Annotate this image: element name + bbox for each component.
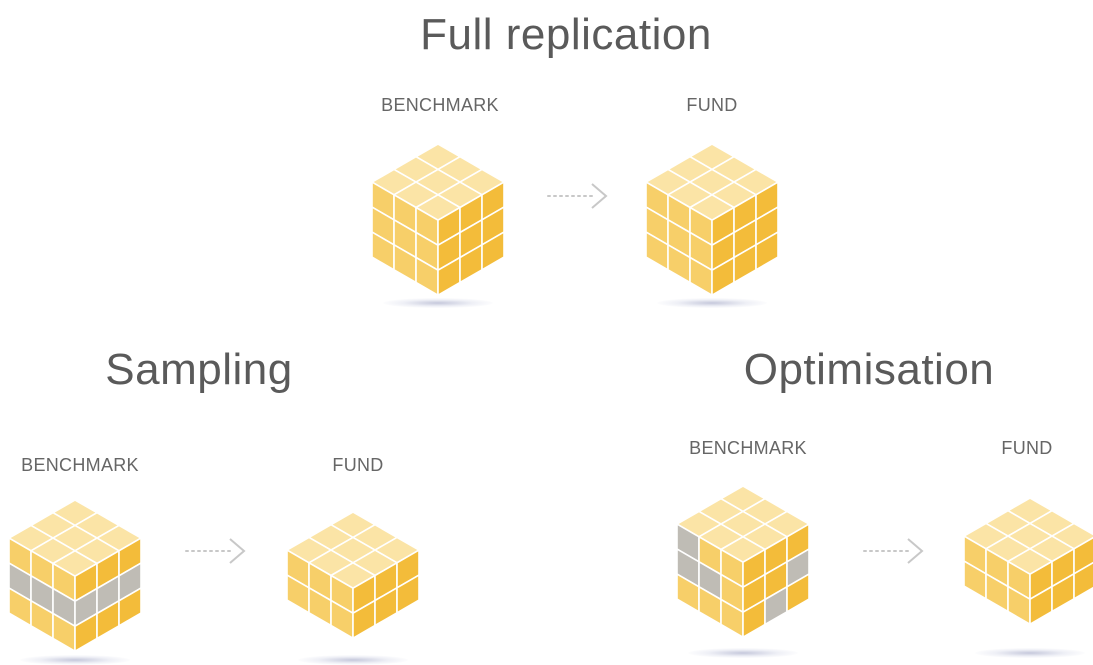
cube-cell: [118, 587, 142, 627]
sampling-benchmark-label: BENCHMARK: [21, 455, 139, 475]
cube-shadow: [975, 648, 1085, 658]
cube-shadow: [20, 655, 130, 665]
sampling-title: Sampling: [105, 345, 293, 394]
sampling-fund-label: FUND: [332, 455, 384, 475]
cube-shadow: [688, 648, 798, 658]
optimisation-benchmark-cube-icon: [676, 485, 810, 638]
cube-cell: [1073, 561, 1093, 600]
optimisation-fund-cube-icon: [963, 497, 1093, 625]
cube-shadow: [383, 298, 493, 308]
cube-cell: [481, 231, 505, 271]
full-replication-fund-label: FUND: [686, 95, 738, 115]
optimisation-fund-label: FUND: [1001, 438, 1053, 458]
full-replication-dotted-arrow-icon: [547, 183, 608, 209]
full-replication-benchmark-cube-icon: [371, 143, 505, 296]
cube-cell: [786, 573, 810, 613]
cube-shadow: [298, 655, 408, 665]
full-replication-benchmark-label: BENCHMARK: [381, 95, 499, 115]
sampling-fund-cube-icon: [286, 511, 420, 639]
optimisation-benchmark-label: BENCHMARK: [689, 438, 807, 458]
sampling-benchmark-cube-icon: [8, 499, 142, 652]
optimisation-dotted-arrow-icon: [863, 538, 924, 564]
cube-shadow: [657, 298, 767, 308]
full-replication-fund-cube-icon: [645, 143, 779, 296]
full-replication-title: Full replication: [420, 10, 712, 59]
optimisation-title: Optimisation: [743, 345, 995, 394]
sampling-dotted-arrow-icon: [185, 538, 246, 564]
cube-cell: [396, 574, 420, 614]
cube-cell: [755, 231, 779, 271]
